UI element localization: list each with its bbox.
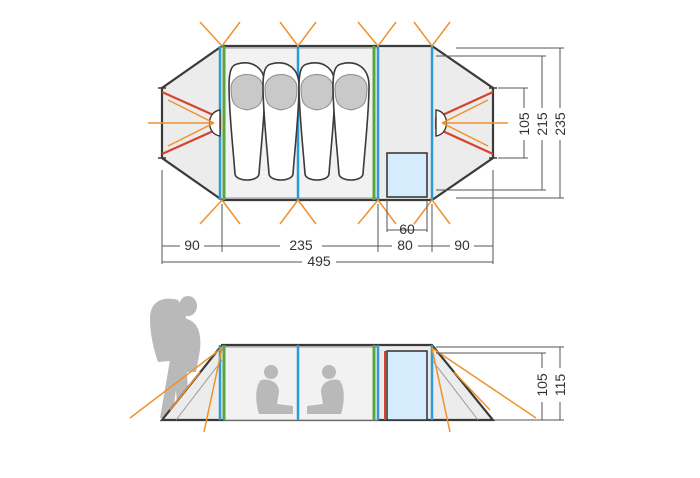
dim-overall-height: 115 [552,374,568,397]
dim-middle-section: 80 [397,237,413,253]
sleeping-bag-icon [228,62,266,181]
sleeping-bag-icon [298,62,336,181]
tent-door-plan [386,152,428,198]
side-inner-slopes [175,359,479,421]
dim-inner-height: 105 [534,373,550,397]
vent-arches [208,109,448,137]
sleeping-bags [228,62,370,181]
dim-rear-vestibule: 90 [454,237,470,253]
dim-front-vestibule: 90 [184,237,200,253]
dimension-lines-side [436,346,564,421]
sleeping-bag-icon [262,62,300,181]
dim-vestibule-apex-depth: 105 [516,112,532,136]
seated-person-icon [256,365,293,414]
seated-person-icon [307,365,344,414]
sleeping-bag-icon [332,62,370,181]
dim-door-width: 60 [399,221,415,237]
dim-total-length: 495 [307,253,331,269]
side-view: 105 115 [129,296,568,433]
dimension-lines-plan [161,47,564,264]
plan-view: 60 90 235 80 90 495 105 215 235 [148,21,568,269]
guy-lines-side [129,347,537,433]
pegs [158,87,497,159]
dim-inner-cabin-depth: 215 [534,112,550,136]
inner-cabin-side [223,346,379,421]
guy-lines-plan [148,21,508,225]
tent-door-side [386,350,428,421]
dim-inner-cabin-width: 235 [289,237,313,253]
dim-overall-depth: 235 [552,112,568,136]
